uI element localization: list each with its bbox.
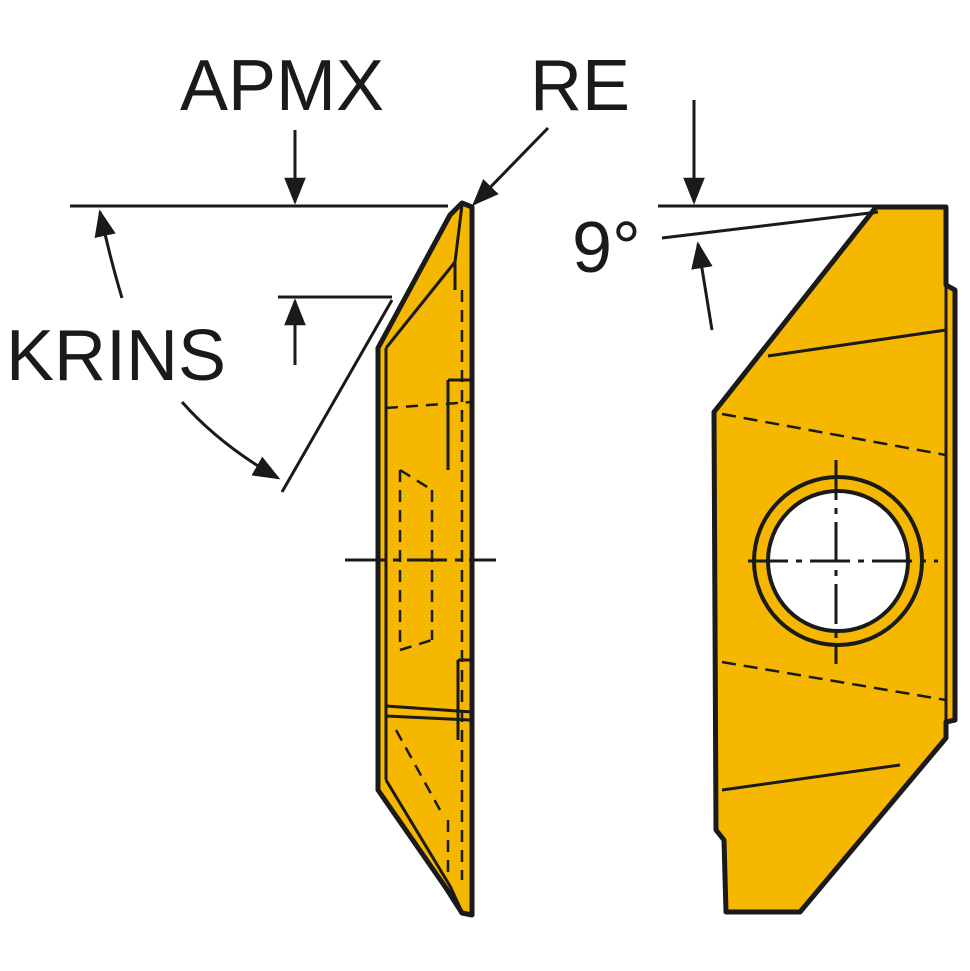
side-view-facets (384, 204, 473, 913)
angle-incline-line (661, 210, 879, 240)
re-arrow (472, 126, 550, 206)
label-angle-9-degrees: 9° (572, 208, 641, 288)
front-view-insert (711, 204, 958, 915)
front-view-hidden-lines (721, 412, 947, 702)
side-view-insert (345, 200, 496, 918)
front-view-facets (721, 207, 948, 792)
krins-arrow-lower (180, 401, 281, 480)
dimension-lines (70, 100, 946, 493)
label-re: RE (530, 46, 630, 126)
label-apmx: APMX (180, 46, 384, 126)
krins-arrow-upper (94, 209, 124, 299)
side-view-hidden-lines (385, 290, 473, 880)
label-krins: KRINS (6, 316, 226, 396)
krins-construction-line (280, 299, 394, 493)
angle-arrow-up (691, 241, 714, 331)
